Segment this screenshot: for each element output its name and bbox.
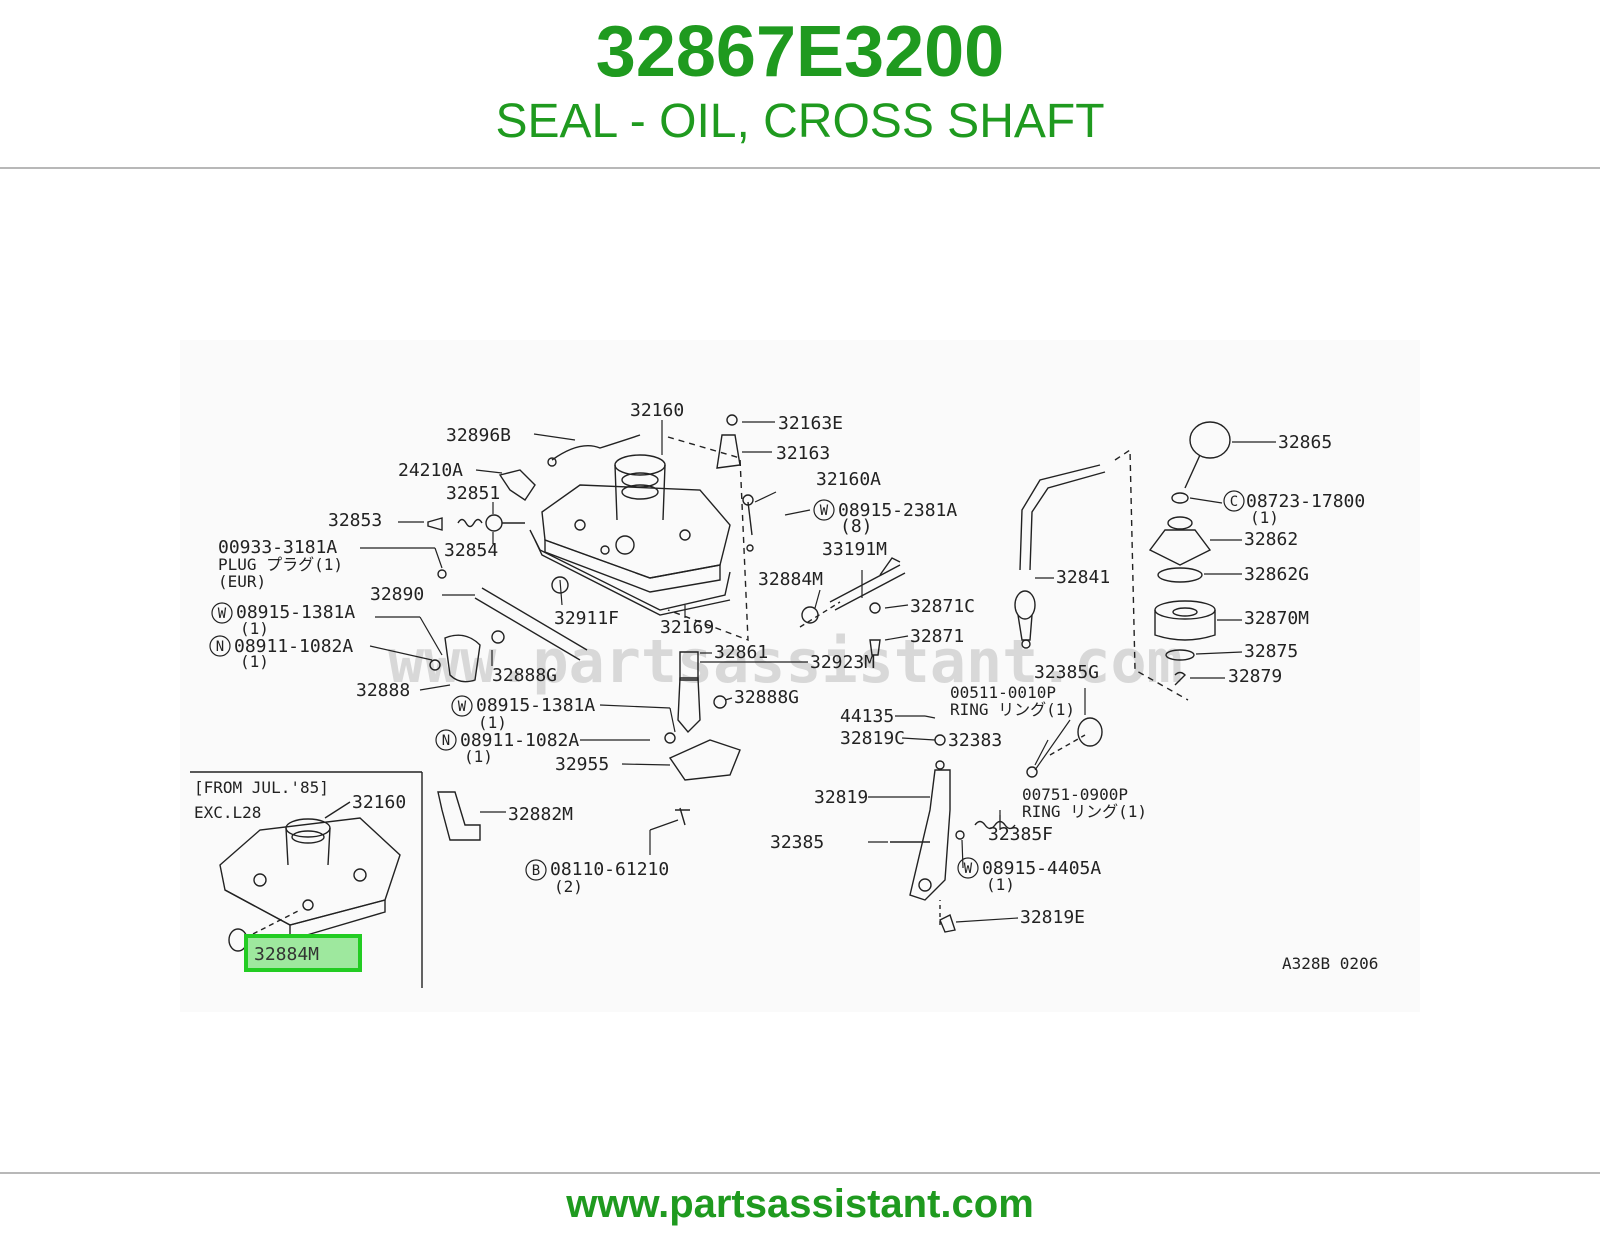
part-label[interactable]: RING リング(1): [1022, 802, 1147, 821]
part-label[interactable]: (1): [1250, 508, 1279, 527]
part-label[interactable]: 32851: [446, 483, 500, 504]
main-housing-drawing: [427, 414, 1231, 933]
inset-label-32160: 32160: [352, 792, 406, 813]
part-label[interactable]: 32385G: [1034, 662, 1099, 683]
part-label[interactable]: (1): [240, 619, 269, 638]
part-label[interactable]: 08915-1381A: [236, 602, 355, 623]
part-label[interactable]: 32875: [1244, 641, 1298, 662]
part-label[interactable]: 24210A: [398, 460, 463, 481]
part-label[interactable]: 08911-1082A: [460, 730, 579, 751]
part-label[interactable]: (2): [554, 877, 583, 896]
part-label[interactable]: 32923M: [810, 652, 875, 673]
part-label[interactable]: (1): [464, 747, 493, 766]
part-label[interactable]: 32841: [1056, 567, 1110, 588]
part-label[interactable]: 32955: [555, 754, 609, 775]
symbol-w-2: W: [218, 606, 227, 622]
footer-url[interactable]: www.partsassistant.com: [566, 1182, 1034, 1226]
part-label[interactable]: 32862: [1244, 529, 1298, 550]
part-label[interactable]: 08723-17800: [1246, 491, 1365, 512]
header: 32867E3200 SEAL - OIL, CROSS SHAFT: [0, 0, 1600, 168]
parts-diagram: www.partsassistant.com [FROM JUL.'85] EX…: [180, 340, 1420, 1012]
part-label[interactable]: 32819C: [840, 728, 905, 749]
part-label[interactable]: 32861: [714, 642, 768, 663]
part-label[interactable]: 32865: [1278, 432, 1332, 453]
symbol-b-1: B: [532, 863, 540, 879]
part-label[interactable]: 00751-0900P: [1022, 785, 1128, 804]
part-label[interactable]: 32896B: [446, 425, 511, 446]
part-label[interactable]: 32888G: [492, 665, 557, 686]
part-label[interactable]: 32160: [630, 400, 684, 421]
part-label[interactable]: RING リング(1): [950, 700, 1075, 719]
diagram-background: [180, 340, 1420, 1012]
part-label[interactable]: (1): [478, 713, 507, 732]
leader-lines: [360, 420, 1276, 923]
header-divider: [0, 167, 1600, 169]
part-label[interactable]: 08915-2381A: [838, 500, 957, 521]
part-number-title: 32867E3200: [595, 12, 1005, 92]
part-label[interactable]: 00933-3181A: [218, 537, 337, 558]
part-label[interactable]: 32854: [444, 540, 498, 561]
part-label[interactable]: 32163E: [778, 413, 843, 434]
part-label[interactable]: 32882M: [508, 804, 573, 825]
part-label[interactable]: 08915-4405A: [982, 858, 1101, 879]
part-label[interactable]: (EUR): [218, 572, 266, 591]
part-label[interactable]: (1): [986, 875, 1015, 894]
part-label[interactable]: 32862G: [1244, 564, 1309, 585]
symbol-w-4: W: [964, 861, 973, 877]
part-label[interactable]: 00511-0010P: [950, 683, 1056, 702]
part-label[interactable]: 08110-61210: [550, 859, 669, 880]
part-label[interactable]: PLUG プラグ(1): [218, 555, 343, 574]
part-label[interactable]: 32853: [328, 510, 382, 531]
part-label[interactable]: 32385F: [988, 824, 1053, 845]
part-label[interactable]: 32871: [910, 626, 964, 647]
part-label[interactable]: 32884M: [758, 569, 823, 590]
part-label[interactable]: 32385: [770, 832, 824, 853]
part-label[interactable]: 32888G: [734, 687, 799, 708]
footer-divider: [0, 1172, 1600, 1174]
part-label[interactable]: (8): [840, 516, 873, 537]
symbol-c-1: C: [1230, 494, 1238, 510]
part-label[interactable]: 32383: [948, 730, 1002, 751]
part-label[interactable]: 32888: [356, 680, 410, 701]
highlight-label[interactable]: 32884M: [254, 944, 319, 965]
circled-symbols: [209, 490, 1245, 881]
part-label[interactable]: 32870M: [1244, 608, 1309, 629]
highlight-box: [244, 934, 362, 972]
inset-panel: [190, 771, 423, 988]
part-label[interactable]: 44135: [840, 706, 894, 727]
part-description: SEAL - OIL, CROSS SHAFT: [495, 95, 1105, 148]
inset-note-line2: EXC.L28: [194, 803, 261, 822]
part-label[interactable]: 32160A: [816, 469, 881, 490]
part-label[interactable]: 32169: [660, 617, 714, 638]
part-label[interactable]: (1): [240, 652, 269, 671]
part-label[interactable]: 08915-1381A: [476, 695, 595, 716]
part-label[interactable]: 32819E: [1020, 907, 1085, 928]
symbol-w-1: W: [820, 503, 829, 519]
part-label[interactable]: 32879: [1228, 666, 1282, 687]
part-label[interactable]: 32819: [814, 787, 868, 808]
part-label[interactable]: 08911-1082A: [234, 636, 353, 657]
part-label[interactable]: 33191M: [822, 539, 887, 560]
symbol-n-1: N: [216, 639, 224, 655]
part-label[interactable]: 32163: [776, 443, 830, 464]
part-label[interactable]: 32911F: [554, 608, 619, 629]
symbol-w-3: W: [458, 699, 467, 715]
symbol-n-2: N: [442, 733, 450, 749]
parts-diagram-svg: www.partsassistant.com [FROM JUL.'85] EX…: [180, 340, 1420, 1012]
inset-note-line1: [FROM JUL.'85]: [194, 778, 329, 797]
part-label[interactable]: 32871C: [910, 596, 975, 617]
part-label[interactable]: 32890: [370, 584, 424, 605]
diagram-code: A328B 0206: [1282, 954, 1378, 973]
